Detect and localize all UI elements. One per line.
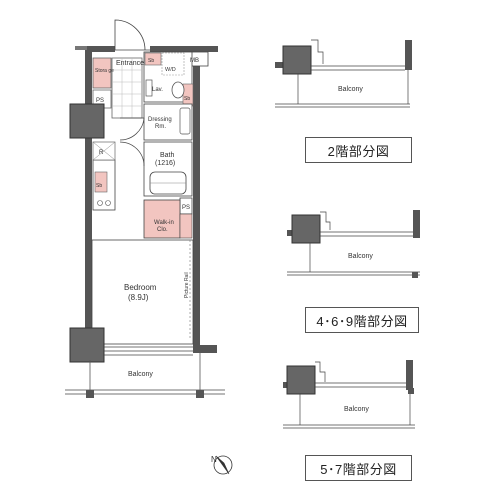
sb-top bbox=[144, 52, 162, 66]
label-lav: Lav. bbox=[152, 87, 163, 93]
p3-balcony-label: Balcony bbox=[344, 406, 369, 413]
label-bath: Bath bbox=[160, 152, 175, 159]
balcony-post-left bbox=[86, 390, 94, 398]
p2-balcony-label: Balcony bbox=[348, 253, 373, 260]
kitchen-door-swing bbox=[119, 141, 145, 167]
label-dressing: Dressing bbox=[148, 117, 172, 123]
sb-right bbox=[182, 83, 194, 107]
walkin-closet bbox=[143, 199, 181, 239]
label-bedroom: Bedroom bbox=[124, 283, 157, 292]
entrance-tile-grid bbox=[112, 58, 142, 118]
partial-plan-5-7f: Balcony bbox=[283, 360, 415, 429]
compass-circle-icon bbox=[213, 455, 233, 475]
outer-wall-right bbox=[193, 50, 200, 350]
partial-plan-2f: Balcony bbox=[275, 39, 412, 108]
wall-stub-top-left bbox=[75, 46, 87, 50]
label-mb: MB bbox=[190, 58, 199, 64]
p2-column bbox=[291, 214, 321, 244]
walkin-shelf bbox=[179, 213, 193, 239]
label-sb-kitchen: Sb bbox=[96, 183, 102, 189]
label-storage: Stora ge bbox=[95, 68, 114, 74]
sb-kitchen bbox=[94, 171, 108, 193]
label-ps-top: PS bbox=[96, 98, 104, 104]
balcony-post-right bbox=[196, 390, 204, 398]
label-r: R bbox=[99, 150, 104, 156]
column-bottom-left bbox=[69, 327, 105, 363]
label-walkin: Walk-in bbox=[154, 220, 174, 226]
label-main-balcony: Balcony bbox=[128, 371, 153, 378]
main-unit-plan bbox=[65, 19, 225, 398]
cooktop-icon-2 bbox=[105, 200, 111, 206]
toilet-icon bbox=[171, 81, 185, 99]
lav-sink-icon bbox=[145, 79, 153, 97]
compass-label: N bbox=[211, 455, 217, 464]
dressing-sink-icon bbox=[179, 107, 191, 135]
p1-column bbox=[282, 45, 312, 75]
p3-column bbox=[286, 365, 316, 395]
label-bedroom-size: (8.9J) bbox=[128, 293, 149, 302]
label-sb-top: Sb bbox=[148, 58, 154, 64]
main-plan-labels: Entrance Stora ge MB Sb W/D Lav. Sb PS D… bbox=[95, 58, 199, 378]
outer-wall-left bbox=[85, 50, 92, 350]
partial-plan-4-6-9f: Balcony bbox=[287, 210, 420, 278]
label-picture-rail: Picture Rail bbox=[184, 272, 190, 298]
caption-2f: 2階部分図 bbox=[305, 137, 412, 163]
caption-5-7f: 5･7階部分図 bbox=[305, 455, 412, 481]
storage-area bbox=[92, 57, 112, 89]
label-bath-size: (1216) bbox=[155, 160, 175, 167]
wd-area bbox=[161, 52, 185, 76]
outer-wall-top-left bbox=[85, 46, 115, 52]
label-ps-mid: PS bbox=[182, 205, 190, 211]
caption-4-6-9f: 4･6･9階部分図 bbox=[305, 307, 419, 333]
dressing-door-swing bbox=[119, 117, 145, 141]
p1-balcony-label: Balcony bbox=[338, 86, 363, 93]
label-wd: W/D bbox=[165, 67, 176, 73]
bedroom bbox=[91, 239, 194, 345]
entrance-door-swing bbox=[114, 19, 146, 51]
label-sb-right: Sb bbox=[184, 96, 190, 102]
cooktop-icon-1 bbox=[97, 200, 103, 206]
entrance-floor bbox=[111, 57, 143, 119]
label-walkin-clo: Clo. bbox=[157, 227, 168, 233]
bedroom-window bbox=[104, 346, 193, 356]
label-entrance: Entrance bbox=[116, 60, 144, 67]
outer-wall-top-right bbox=[150, 46, 218, 52]
wall-bottom-right bbox=[193, 345, 217, 353]
label-dressing-rm: Rm. bbox=[155, 124, 166, 130]
compass-arrow-icon bbox=[215, 455, 230, 475]
north-compass: N bbox=[211, 455, 233, 475]
column-left bbox=[69, 103, 105, 139]
